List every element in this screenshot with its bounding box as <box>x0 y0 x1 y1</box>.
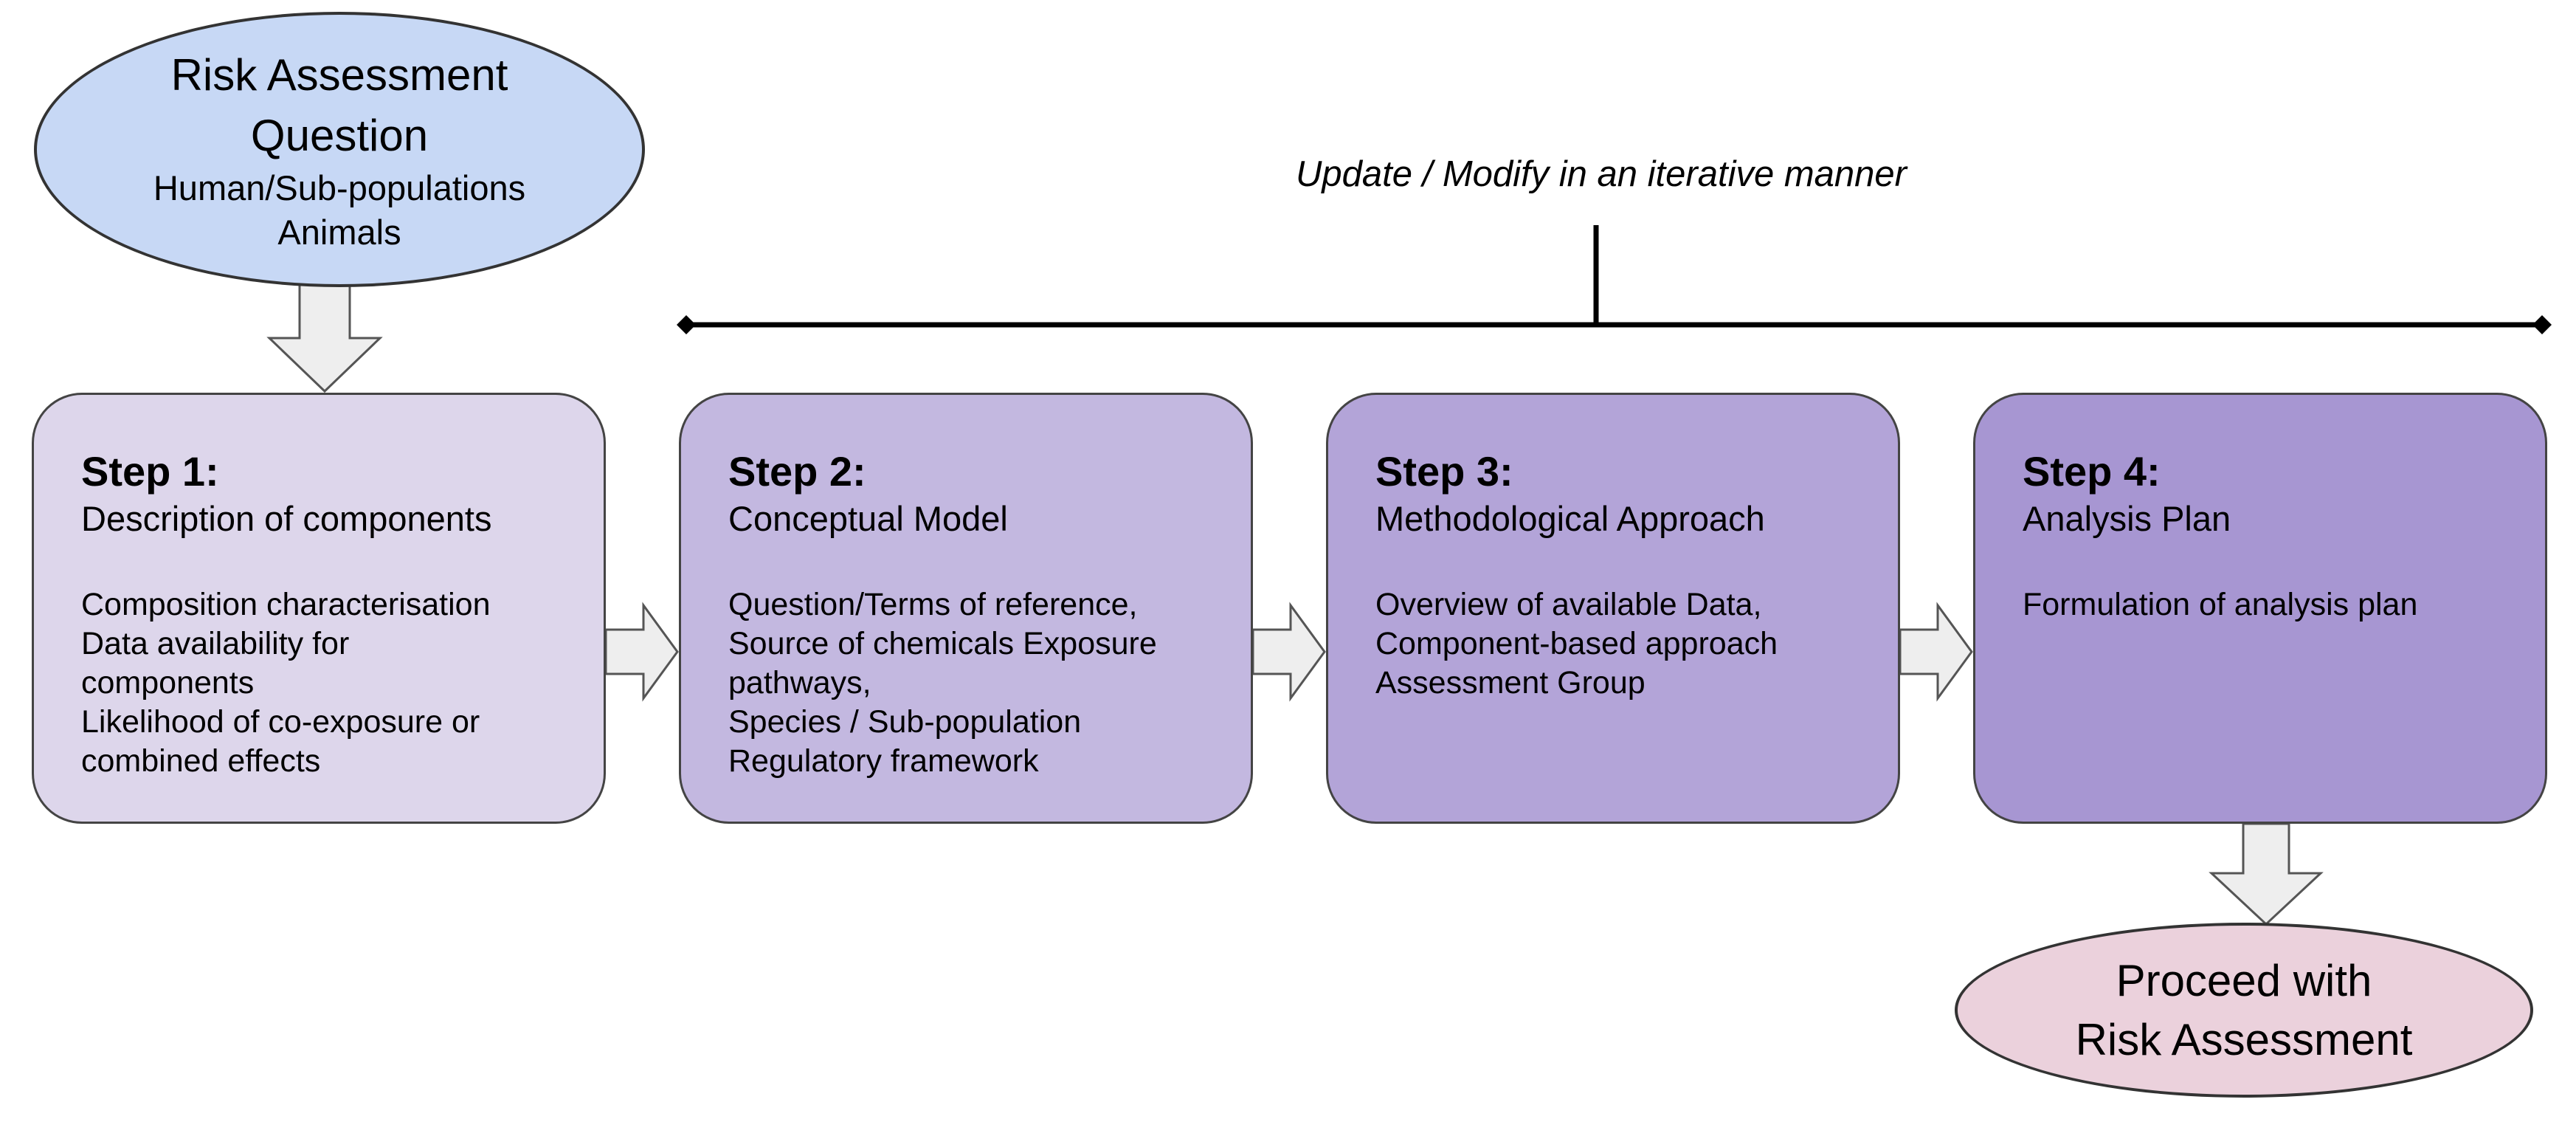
step-item: Overview of available Data, <box>1375 587 1762 622</box>
bracket-right-end-diamond <box>2532 315 2552 334</box>
iteration-label: Update / Modify in an iterative manner <box>1296 154 1907 194</box>
step-2-node: Step 2: Conceptual Model Question/Terms … <box>679 393 1253 824</box>
step-3-node: Step 3: Methodological Approach Overview… <box>1326 393 1900 824</box>
step-item: Formulation of analysis plan <box>2023 587 2418 622</box>
step-heading: Step 3: <box>1375 448 1513 495</box>
step-item: Species / Sub-population <box>728 704 1082 740</box>
step-heading: Step 2: <box>728 448 866 495</box>
question-title-line1: Risk Assessment <box>170 49 508 100</box>
step-1-node: Step 1: Description of components Compos… <box>32 393 606 824</box>
step-item: Likelihood of co-exposure or <box>81 704 480 740</box>
step-subtitle: Description of components <box>81 499 492 538</box>
step-item: pathways, <box>728 665 871 700</box>
outcome-line2: Risk Assessment <box>2075 1014 2413 1064</box>
step-heading: Step 1: <box>81 448 219 495</box>
step-item: Data availability for <box>81 626 350 661</box>
step-item: Question/Terms of reference, <box>728 587 1138 622</box>
step-item: Assessment Group <box>1375 665 1646 700</box>
step-item: components <box>81 665 255 700</box>
step-heading: Step 4: <box>2023 448 2161 495</box>
step-item: combined effects <box>81 743 321 779</box>
step-item: Source of chemicals Exposure <box>728 626 1157 661</box>
step-4-node: Step 4: Analysis Plan Formulation of ana… <box>1973 393 2547 824</box>
right-arrow-step3-to-step4 <box>1899 602 1973 702</box>
question-sub-line1: Human/Sub-populations <box>153 168 526 207</box>
question-title-line2: Question <box>250 110 429 160</box>
down-arrow-step4-to-outcome <box>2209 822 2324 926</box>
right-arrow-step1-to-step2 <box>604 602 679 702</box>
right-arrow-step2-to-step3 <box>1251 602 1326 702</box>
risk-assessment-question-node: Risk Assessment Question Human/Sub-popul… <box>34 12 645 287</box>
bracket-left-end-diamond <box>677 315 696 334</box>
outcome-line1: Proceed with <box>2116 955 2372 1005</box>
proceed-outcome-node: Proceed with Risk Assessment <box>1955 923 2533 1098</box>
question-sub-line2: Animals <box>277 212 401 252</box>
step-item: Component-based approach <box>1375 626 1778 661</box>
step-subtitle: Conceptual Model <box>728 499 1008 538</box>
step-item: Regulatory framework <box>728 743 1039 779</box>
step-subtitle: Analysis Plan <box>2023 499 2231 538</box>
step-subtitle: Methodological Approach <box>1375 499 1765 538</box>
down-arrow-question-to-step1 <box>266 283 383 393</box>
step-item: Composition characterisation <box>81 587 491 622</box>
